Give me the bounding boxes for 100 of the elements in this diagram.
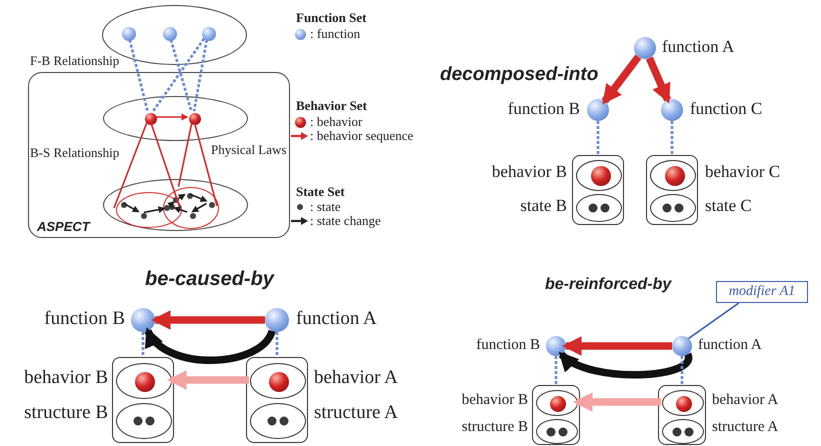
node-caption: function A (662, 37, 736, 58)
function-ball (131, 308, 155, 332)
dotted-link-line (151, 38, 206, 113)
aspect-frame (28, 72, 290, 238)
node-caption: behavior C (705, 162, 782, 182)
node-caption: function A (698, 336, 763, 354)
node-caption: behavior B (460, 391, 528, 409)
dotted-link-line (128, 39, 149, 112)
node-caption: state B (519, 196, 567, 216)
entity-box (532, 385, 580, 445)
structure-ellipse (536, 419, 578, 444)
function-ball (661, 99, 683, 121)
node-caption: structure A (314, 402, 399, 425)
dotted-link-line (596, 121, 600, 155)
entity-box (646, 155, 698, 225)
relationship-label: B-S Relationship (30, 145, 120, 161)
arrow (144, 328, 276, 364)
arrow (174, 206, 188, 214)
arrow (123, 202, 140, 212)
behavior-ellipse (662, 390, 704, 416)
node-caption: behavior B (490, 162, 567, 182)
node-caption: function C (690, 99, 764, 120)
node-caption: behavior A (314, 367, 399, 390)
behavior-ellipse (250, 363, 306, 399)
node-caption: function B (506, 99, 580, 120)
set-ellipse (103, 96, 248, 141)
behavior-ellipse (650, 160, 696, 191)
arrow (189, 193, 208, 202)
structure-ellipse (662, 419, 704, 444)
legend-text: : state (310, 199, 341, 215)
function-ball (672, 336, 692, 356)
link-line (688, 302, 740, 340)
link-line (150, 122, 181, 208)
behavior-ellipse (116, 363, 172, 399)
behavior-ball (676, 396, 692, 412)
node-caption: structure B (460, 418, 528, 436)
structure-ellipse (650, 194, 696, 222)
link-line (113, 122, 148, 208)
set-heading: Function Set (296, 10, 366, 26)
dotted-link-line (170, 39, 193, 112)
behavior-ball (591, 166, 611, 186)
state-dot (209, 202, 215, 208)
dotted-link-line (142, 332, 144, 357)
state-dot (164, 205, 170, 211)
node-caption: structure A (712, 418, 780, 436)
behavior-ellipse (536, 390, 578, 416)
behavior-ball (665, 166, 685, 186)
link-line (194, 122, 218, 206)
relationship-label: Physical Laws (211, 142, 286, 158)
legend-text: : behavior (310, 114, 362, 130)
state-dot (190, 213, 196, 219)
state-dot (141, 213, 147, 219)
behavior-ellipse (576, 160, 622, 191)
arrow (573, 392, 661, 412)
arrow (191, 202, 207, 212)
dotted-link-line (554, 356, 558, 385)
function-ball (587, 99, 609, 121)
arrow (144, 206, 166, 214)
structure-ellipse (250, 403, 306, 439)
node-caption: function B (475, 336, 540, 354)
arrow (558, 351, 692, 378)
edge-label: be-caused-by (145, 268, 274, 291)
arrow (155, 114, 188, 120)
function-ball (265, 308, 289, 332)
node-caption: function B (43, 308, 125, 331)
function-ball (163, 27, 177, 41)
dotted-link-line (192, 40, 208, 112)
function-ball (202, 27, 216, 41)
dotted-link-line (276, 332, 278, 357)
arrow (178, 194, 186, 201)
edge-label: be-reinforced-by (545, 276, 672, 294)
structure-ellipse (576, 194, 622, 222)
node-caption: structure B (23, 402, 108, 425)
frame-title: ASPECT (37, 219, 90, 234)
arrow (562, 336, 672, 356)
node-caption: state C (705, 196, 753, 216)
modifier-label: modifier A1 (716, 281, 808, 303)
behavior-ball (145, 113, 157, 125)
dotted-link-line (670, 121, 674, 155)
behavior-ball (269, 372, 289, 392)
entity-box (572, 155, 624, 225)
behavior-ball (135, 372, 155, 392)
structure-ellipse (116, 403, 172, 439)
legend-text: : state change (310, 213, 381, 229)
legend-text: : function (310, 26, 360, 42)
function-ball (634, 37, 656, 59)
entity-box (246, 357, 308, 443)
node-caption: function A (296, 308, 378, 331)
node-caption: behavior B (23, 367, 108, 390)
arrow (167, 370, 249, 390)
dotted-link-line (680, 356, 684, 385)
relationship-label: F-B Relationship (30, 53, 120, 69)
function-ball (122, 27, 136, 41)
function-ball (546, 336, 566, 356)
link-line (178, 122, 193, 187)
arrow (151, 310, 265, 330)
entity-box (658, 385, 706, 445)
set-heading: Behavior Set (296, 98, 367, 114)
node-caption: behavior A (712, 391, 780, 409)
arrow (602, 54, 642, 104)
